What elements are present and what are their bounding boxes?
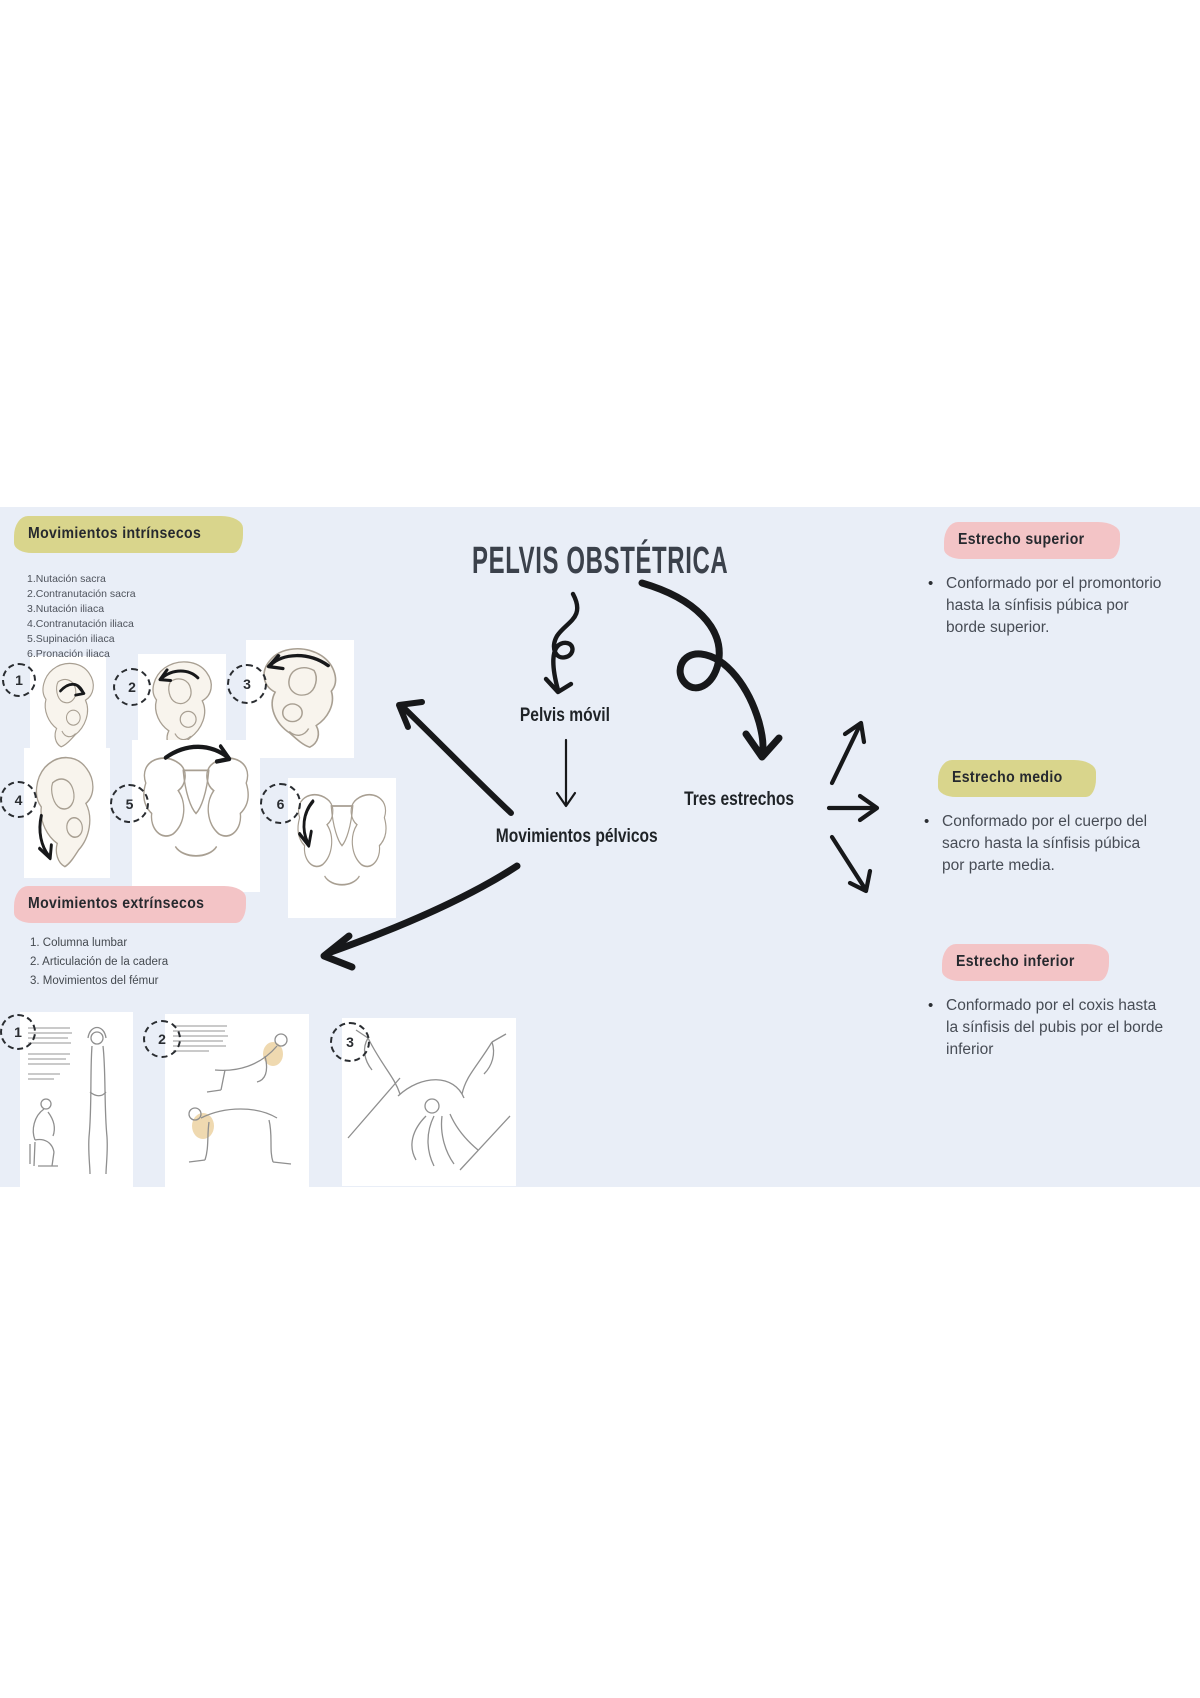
pelvis-sketch-nutacion-sacra: [30, 656, 106, 756]
illustration-articulacion-cadera: [165, 1014, 309, 1187]
figure-number: 2: [128, 679, 136, 695]
pelvis-sketch-supinacion-iliaca: [132, 740, 260, 892]
list-item: 6.Pronación iliaca: [27, 648, 110, 660]
figure-number-circle: 3: [330, 1022, 370, 1062]
panel-description: Conformado por el promontorio hasta la s…: [946, 575, 1162, 636]
panel-estrecho-superior: Estrecho superior • Conformado por el pr…: [928, 522, 1164, 639]
figure-number-circle: 3: [227, 664, 267, 704]
figure-number: 4: [14, 791, 23, 808]
bullet-glyph: •: [924, 813, 930, 830]
node-movimientos-pelvicos: Movimientos pélvicos: [462, 826, 692, 848]
illustration-movimientos-femur: [342, 1018, 516, 1186]
node-label-text: Tres estrechos: [683, 789, 794, 810]
panel-estrecho-inferior: Estrecho inferior • Conformado por el co…: [928, 944, 1164, 1061]
node-pelvis-movil: Pelvis móvil: [490, 705, 640, 727]
node-label-text: Movimientos pélvicos: [496, 826, 658, 847]
figure-number: 5: [125, 795, 134, 812]
figure-number: 1: [14, 1024, 22, 1040]
list-item: 1.Nutación sacra: [27, 573, 106, 585]
intrinsecos-list: 1.Nutación sacra 2.Contranutación sacra …: [27, 572, 136, 662]
figure-number: 3: [243, 676, 251, 692]
list-item: 2. Articulación de la cadera: [30, 956, 169, 968]
node-label-text: Pelvis móvil: [519, 705, 611, 726]
heading-text: Movimientos intrínsecos: [28, 525, 202, 542]
heading-text: Estrecho medio: [952, 769, 1063, 786]
heading-text: Estrecho superior: [958, 531, 1085, 548]
node-tres-estrechos: Tres estrechos: [664, 789, 814, 811]
figure-number-circle: 4: [0, 781, 37, 818]
heading-estrecho-inferior: Estrecho inferior: [942, 944, 1109, 981]
panel-description: Conformado por el cuerpo del sacro hasta…: [942, 813, 1148, 874]
panel-text: • Conformado por el coxis hasta la sínfi…: [928, 995, 1164, 1061]
bullet-glyph: •: [928, 997, 934, 1014]
heading-estrecho-medio: Estrecho medio: [938, 760, 1096, 797]
figure-number-circle: 2: [113, 668, 151, 706]
heading-movimientos-intrinsecos: Movimientos intrínsecos: [14, 516, 243, 553]
figure-number-circle: 2: [143, 1020, 181, 1058]
figure-number: 3: [346, 1034, 354, 1050]
panel-text: • Conformado por el promontorio hasta la…: [928, 573, 1164, 639]
panel-text: • Conformado por el cuerpo del sacro has…: [924, 811, 1160, 877]
heading-text: Movimientos extrínsecos: [28, 895, 205, 912]
panel-estrecho-medio: Estrecho medio • Conformado por el cuerp…: [924, 760, 1160, 877]
tan-highlight-blob: [216, 830, 254, 878]
pelvis-sketch-pronacion-iliaca: [288, 778, 396, 918]
list-item: 2.Contranutación sacra: [27, 588, 136, 600]
heading-estrecho-superior: Estrecho superior: [944, 522, 1120, 559]
tan-highlight-blob: [290, 836, 326, 886]
heading-text: Estrecho inferior: [956, 953, 1075, 970]
panel-description: Conformado por el coxis hasta la sínfisi…: [946, 997, 1164, 1058]
figure-number: 2: [158, 1031, 166, 1047]
figure-number: 1: [15, 672, 23, 688]
list-item: 4.Contranutación iliaca: [27, 618, 134, 630]
figure-number-circle: 6: [260, 783, 301, 824]
extrinsecos-list: 1. Columna lumbar 2. Articulación de la …: [30, 934, 168, 991]
list-item: 5.Supinación iliaca: [27, 633, 115, 645]
bullet-glyph: •: [928, 575, 934, 592]
pelvis-sketch-contranutacion-iliaca: [24, 748, 110, 878]
list-item: 1. Columna lumbar: [30, 937, 128, 949]
list-item: 3. Movimientos del fémur: [30, 975, 159, 987]
figure-number-circle: 5: [110, 784, 149, 823]
list-item: 3.Nutación iliaca: [27, 603, 105, 615]
page-title: PELVIS OBSTÉTRICA: [472, 540, 729, 582]
figure-number-circle: 1: [2, 663, 36, 697]
illustration-columna-lumbar: [20, 1012, 133, 1187]
figure-number: 6: [276, 795, 285, 812]
heading-movimientos-extrinsecos: Movimientos extrínsecos: [14, 886, 247, 923]
figure-number-circle: 1: [0, 1014, 36, 1050]
pelvis-sketch-nutacion-iliaca: [246, 640, 354, 758]
